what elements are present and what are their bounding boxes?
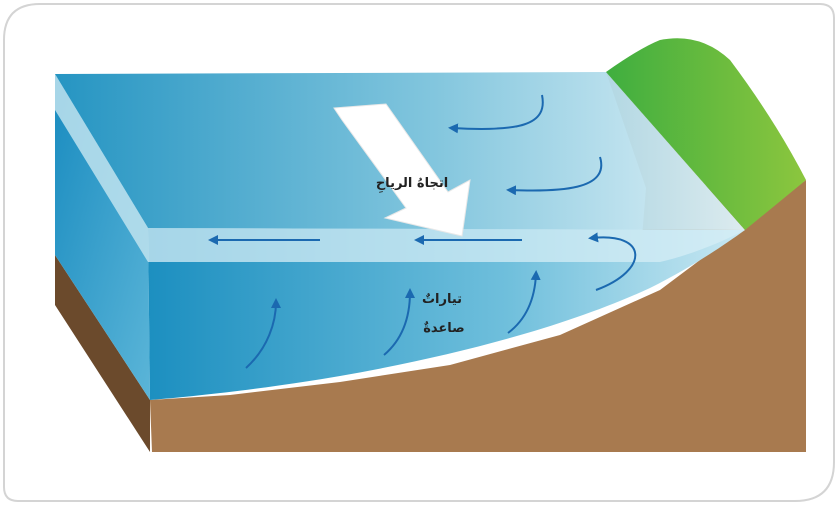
upwelling-label-line1: تياراتٌ <box>422 292 462 307</box>
water-surface-layer <box>148 228 745 262</box>
wind-direction-label: اتجاهُ الرياحِ <box>376 176 448 193</box>
upwelling-label-line2: صاعدةٌ <box>423 320 465 336</box>
